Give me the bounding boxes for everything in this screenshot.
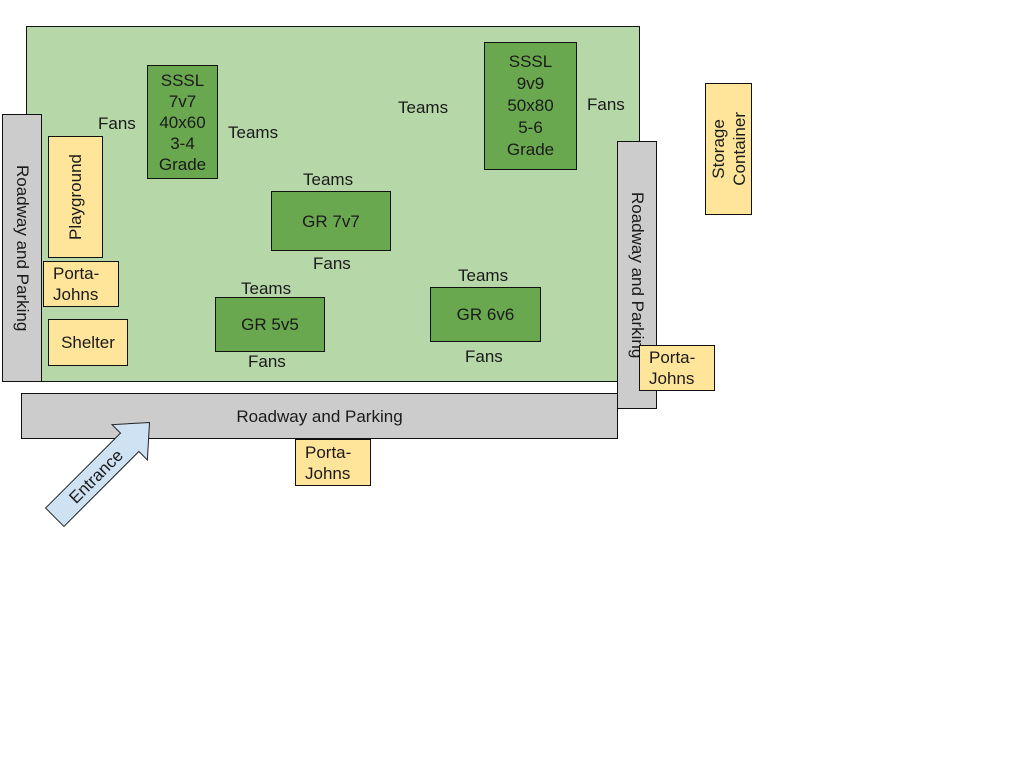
right-roadway-label: Roadway and Parking [628, 191, 647, 359]
fans-label: Fans [587, 95, 625, 114]
teams-label: Teams [398, 98, 449, 117]
shelter-label: Shelter [61, 333, 115, 352]
teams-label: Teams [228, 123, 279, 142]
pitch-label: GR 6v6 [456, 305, 515, 324]
fans-label: Fans [248, 352, 286, 371]
teams-label: Teams [458, 266, 509, 285]
left-roadway: Roadway and Parking [2, 114, 42, 382]
pitch-gr-5v5: GR 5v5 [215, 297, 325, 352]
bottom-roadway-label: Roadway and Parking [236, 406, 403, 426]
bottom-roadway: Roadway and Parking [21, 393, 618, 439]
left-roadway-label: Roadway and Parking [13, 164, 32, 332]
storage-container: Storage Container [705, 83, 752, 215]
pitch-label: SSSL 7v7 40x60 3-4 Grade [158, 70, 207, 174]
porta-johns-right: Porta- Johns [639, 345, 715, 391]
pitch-label: GR 5v5 [241, 315, 299, 334]
pitch-label: GR 7v7 [302, 211, 360, 231]
pitch-sssl-9v9: SSSL 9v9 50x80 5-6 Grade [484, 42, 577, 170]
entrance-label: Entrance [65, 446, 127, 508]
pitch-sssl-7v7: SSSL 7v7 40x60 3-4 Grade [147, 65, 218, 179]
shelter: Shelter [48, 319, 128, 366]
fans-label: Fans [313, 254, 351, 273]
teams-label: Teams [303, 170, 354, 189]
porta-johns-bottom: Porta- Johns [295, 439, 371, 486]
porta-johns-label: Porta- Johns [53, 264, 100, 304]
teams-label: Teams [241, 279, 292, 298]
fans-label: Fans [465, 347, 503, 366]
fans-label: Fans [98, 114, 136, 133]
entrance-arrow-icon: Entrance [44, 421, 151, 528]
porta-johns-left: Porta- Johns [43, 261, 119, 307]
porta-johns-label: Porta- Johns [305, 442, 352, 483]
playground: Playground [48, 136, 103, 258]
pitch-gr-7v7: GR 7v7 [271, 191, 391, 251]
pitch-label: SSSL 9v9 50x80 5-6 Grade [506, 52, 555, 159]
pitch-gr-6v6: GR 6v6 [430, 287, 541, 342]
porta-johns-label: Porta- Johns [649, 348, 696, 388]
